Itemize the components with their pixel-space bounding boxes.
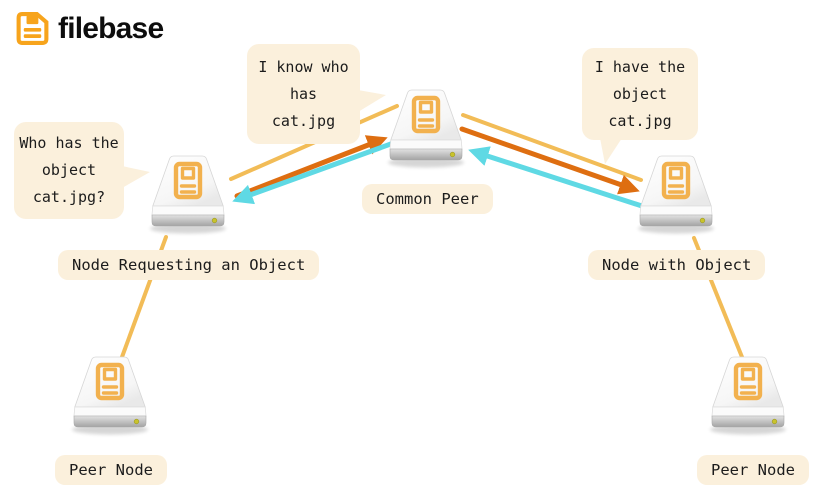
bubble-i-have-the-object: I have the object cat.jpg — [582, 48, 698, 164]
peer-link-common-right — [461, 113, 643, 182]
response-arrow-to-requesting-node — [232, 138, 402, 205]
bubble-i-know-who-has: I know who has cat.jpg — [247, 44, 386, 144]
filebase-floppy-icon — [16, 12, 49, 45]
bubble-line: has — [289, 84, 318, 103]
bubble-line: object — [612, 84, 668, 103]
request-arrow-to-common-peer — [234, 135, 388, 199]
bubble-line: cat.jpg — [608, 111, 672, 130]
requesting-node-drive-icon — [138, 150, 238, 242]
bubble-line: cat.jpg — [271, 111, 336, 130]
peer-node-right-drive-icon — [698, 351, 798, 443]
label-common-peer: Common Peer — [362, 184, 493, 214]
filebase-logo[interactable]: filebase — [14, 10, 164, 47]
request-arrow-to-node-with-object — [459, 126, 640, 195]
response-arrow-to-common-peer — [468, 146, 648, 210]
label-node-with-object: Node with Object — [588, 250, 766, 280]
common-peer-drive-icon — [376, 84, 476, 176]
label-peer-node-right: Peer Node — [697, 455, 809, 485]
bubble-line: cat.jpg? — [32, 188, 106, 206]
label-peer-node-left: Peer Node — [55, 455, 167, 485]
bubble-line: object — [41, 161, 97, 179]
bubble-who-has-the-object: Who has the object cat.jpg? — [14, 122, 150, 219]
logo-wordmark: filebase — [58, 11, 164, 45]
bubble-tail — [600, 138, 622, 164]
bubble-tail — [122, 166, 150, 188]
label-node-requesting-object: Node Requesting an Object — [58, 250, 320, 280]
bubble-line: Who has the — [19, 134, 119, 152]
peer-node-left-drive-icon — [60, 351, 160, 443]
bubble-line: I know who — [258, 57, 349, 76]
node-with-object-drive-icon — [626, 150, 726, 242]
bubble-line: I have the — [594, 57, 686, 76]
bubble-tail — [358, 90, 386, 112]
